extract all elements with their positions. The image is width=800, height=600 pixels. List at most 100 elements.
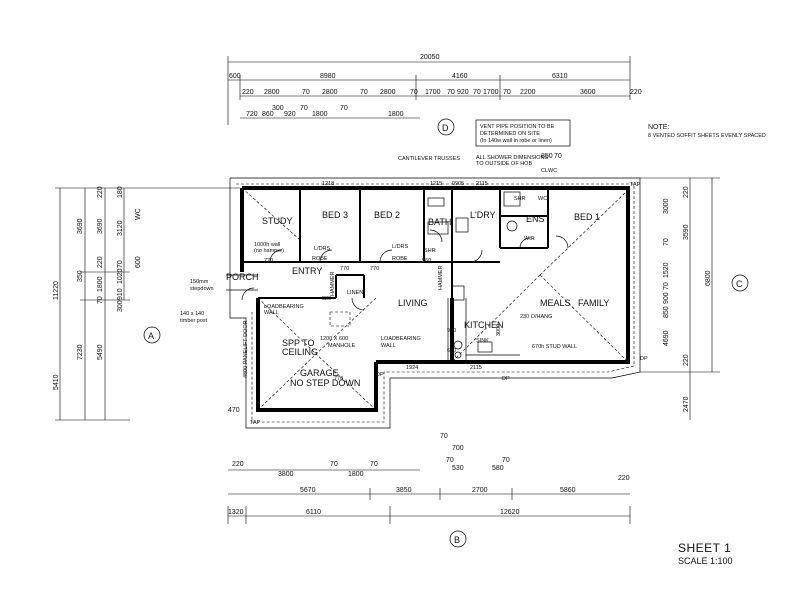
wet-area-fittings <box>427 191 521 235</box>
dim-top-r1-0: 600 <box>229 73 241 80</box>
garage-door-label: 4800 PANELIFT DOOR <box>243 320 249 378</box>
eaves-outline <box>229 177 641 429</box>
room-linen: LINEN <box>347 290 363 296</box>
sheet-title: SHEET 1 <box>678 541 732 555</box>
hammer-label-1: HAMMER <box>438 266 444 290</box>
svg-text:2115: 2115 <box>470 365 482 371</box>
room-ensuite: ENS <box>526 214 545 224</box>
svg-text:70: 70 <box>502 457 510 464</box>
room-study: STUDY <box>262 216 293 226</box>
svg-text:900: 900 <box>447 328 456 334</box>
vent-pipe-note: VENT PIPE POSITION TO BE DETERMINED ON S… <box>475 119 571 147</box>
svg-text:900: 900 <box>663 292 670 304</box>
room-garage: GARAGE <box>300 368 339 378</box>
svg-text:TAP: TAP <box>250 420 261 426</box>
svg-text:140 x 140: 140 x 140 <box>180 311 204 317</box>
svg-text:MANHOLE: MANHOLE <box>328 343 356 349</box>
svg-text:LOADBEARING: LOADBEARING <box>381 336 421 342</box>
dim-top-r4-0: 720 <box>246 111 258 118</box>
dim-top-r2-4: 70 <box>360 89 368 96</box>
svg-text:220: 220 <box>683 354 690 366</box>
svg-text:770: 770 <box>370 266 379 272</box>
svg-text:1200 X 600: 1200 X 600 <box>320 336 348 342</box>
svg-text:5410: 5410 <box>53 374 60 390</box>
svg-text:600: 600 <box>135 256 142 268</box>
dim-top-r4-4: 1800 <box>388 111 404 118</box>
svg-text:CEILING: CEILING <box>282 347 318 357</box>
dim-3000-label: 3000 <box>496 324 502 336</box>
svg-text:770: 770 <box>334 376 343 382</box>
room-living: LIVING <box>398 298 428 308</box>
svg-text:3590: 3590 <box>683 224 690 240</box>
dim-top-r1-1: 8980 <box>320 73 336 80</box>
svg-text:1000h wall: 1000h wall <box>254 242 280 248</box>
svg-text:5860: 5860 <box>560 487 576 494</box>
svg-text:580: 580 <box>492 465 504 472</box>
top-dimensions: 20050 600 8980 4160 6310 220 2800 70 280… <box>227 54 642 125</box>
room-entry: ENTRY <box>292 266 322 276</box>
svg-text:5670: 5670 <box>300 487 316 494</box>
svg-text:70: 70 <box>440 433 448 440</box>
svg-text:1800: 1800 <box>348 471 364 478</box>
dim-top-r2-6: 70 <box>410 89 418 96</box>
svg-text:5490: 5490 <box>97 344 104 360</box>
svg-text:530: 530 <box>452 465 464 472</box>
svg-text:700: 700 <box>452 445 464 452</box>
svg-text:1520: 1520 <box>663 262 670 278</box>
room-kitchen: KITCHEN <box>464 320 504 330</box>
svg-text:670h STUD WALL: 670h STUD WALL <box>532 344 577 350</box>
svg-text:NO STEP DOWN: NO STEP DOWN <box>290 378 360 388</box>
svg-text:770: 770 <box>340 266 349 272</box>
svg-text:(In 140w wall in robe or linen: (In 140w wall in robe or linen) <box>480 138 552 144</box>
room-bed3: BED 3 <box>322 210 348 220</box>
dim-top-r2-13: 2200 <box>520 89 536 96</box>
svg-text:70: 70 <box>330 461 338 468</box>
grid-marker-d: D <box>437 118 455 136</box>
svg-text:D: D <box>442 123 449 133</box>
room-bath: BATH <box>428 217 451 227</box>
svg-text:3850: 3850 <box>396 487 412 494</box>
dim-top-r2-14: 3600 <box>580 89 596 96</box>
svg-text:timber post: timber post <box>180 318 208 324</box>
svg-text:6110: 6110 <box>306 509 321 516</box>
svg-text:3120: 3120 <box>117 220 124 236</box>
svg-text:CL: CL <box>541 168 548 174</box>
svg-text:SHR: SHR <box>514 196 526 202</box>
svg-text:220: 220 <box>232 461 244 468</box>
room-porch: PORCH <box>226 272 259 282</box>
svg-text:350: 350 <box>77 270 84 282</box>
svg-text:230 O/HANG: 230 O/HANG <box>520 314 552 320</box>
dim-vent-850: 850 <box>541 153 553 160</box>
annotations: 1000h wall (no hamper) L/DRS L/DRS SHR S… <box>180 168 648 426</box>
svg-text:70: 70 <box>97 296 104 304</box>
svg-text:SHR: SHR <box>424 248 436 254</box>
svg-text:70: 70 <box>446 457 454 464</box>
room-meals: MEALS <box>540 298 571 308</box>
svg-text:1215: 1215 <box>430 181 442 187</box>
grid-marker-b: B <box>449 530 467 548</box>
dim-top-r2-10: 70 <box>473 89 481 96</box>
svg-text:6800: 6800 <box>705 270 712 286</box>
room-bed2: BED 2 <box>374 210 400 220</box>
svg-text:8 VENTED SOFFIT SHEETS EVENLY: 8 VENTED SOFFIT SHEETS EVENLY SPACED <box>648 133 766 139</box>
hammer-label-2: HAMMER <box>330 272 336 296</box>
svg-text:L/DRS: L/DRS <box>314 246 331 252</box>
svg-text:LOADBEARING: LOADBEARING <box>264 304 304 310</box>
svg-text:850: 850 <box>663 306 670 318</box>
svg-text:1320: 1320 <box>228 509 244 516</box>
svg-text:NOTE:: NOTE: <box>648 124 669 131</box>
svg-text:L/DRS: L/DRS <box>392 244 409 250</box>
dim-top-r2-1: 2800 <box>264 89 280 96</box>
dim-top-r2-12: 70 <box>503 89 511 96</box>
svg-text:SINK: SINK <box>476 338 489 344</box>
bottom-dimensions: 220 3800 70 1800 70 70 700 70 530 70 580… <box>227 433 631 524</box>
svg-text:960: 960 <box>422 258 431 264</box>
svg-text:DETERMINED ON SITE: DETERMINED ON SITE <box>480 131 540 137</box>
inner-dimensions: 1218 1215 0905 2115 1924 2115 770 820 77… <box>264 181 488 382</box>
svg-text:770: 770 <box>264 258 273 264</box>
dim-top-r2-15: 220 <box>630 89 642 96</box>
svg-text:150mm: 150mm <box>190 279 209 285</box>
shower-note-2: TO OUTSIDE OF HOB <box>476 161 532 167</box>
dim-top-r4-2: 920 <box>284 111 296 118</box>
internal-walls <box>226 188 549 362</box>
